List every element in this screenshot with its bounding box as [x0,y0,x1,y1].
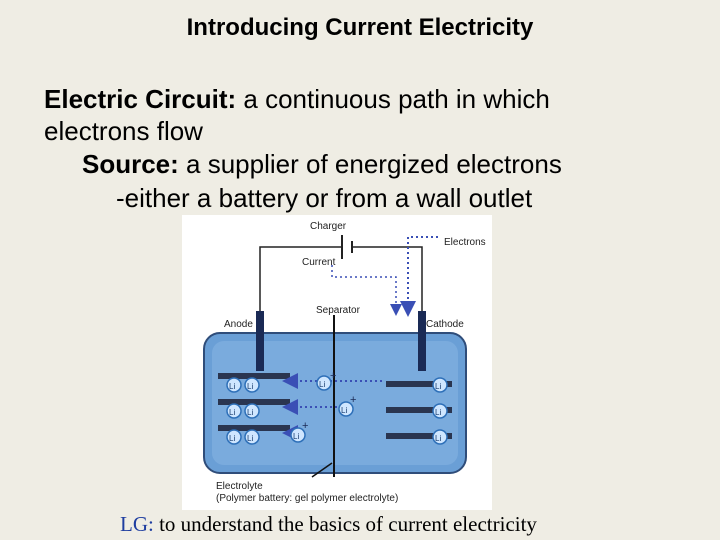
electrons-label: Electrons [444,237,486,248]
svg-text:Li: Li [293,432,299,441]
anode-plates [218,373,290,431]
circuit-definition-line2: electrons flow [44,116,203,146]
electrolyte-note: (Polymer battery: gel polymer electrolyt… [216,493,398,504]
svg-text:+: + [302,420,308,432]
svg-text:Li: Li [247,408,253,417]
cathode-plates [386,381,452,439]
svg-text:Li: Li [435,408,441,417]
lithium-ions: Li Li Li Li Li Li Li Li Li Li Li Li [226,375,448,445]
plus-signs: + + + [302,370,356,432]
cathode-rod [418,311,426,371]
svg-text:+: + [330,370,336,382]
li-ion: Li [226,377,242,393]
li-ion: Li [244,377,260,393]
svg-text:Li: Li [229,408,235,417]
slide-title: Introducing Current Electricity [186,14,534,41]
source-either-line: -either a battery or from a wall outlet [116,183,533,213]
electrolyte-pointer [311,462,333,478]
li-ion: Li [290,427,306,443]
li-ion: Li [432,403,448,419]
li-ion: Li [432,377,448,393]
li-ion: Li [432,429,448,445]
anode-rod [256,311,264,371]
svg-text:Li: Li [247,434,253,443]
anode-wire [259,246,342,315]
separator-label: Separator [316,305,361,316]
svg-text:Li: Li [247,382,253,391]
circuit-definition-text: a continuous path in which [236,84,550,114]
svg-text:Li: Li [435,434,441,443]
battery-diagram: Charger Current Electrons Separator Anod… [182,215,492,510]
anode-label: Anode [224,319,253,330]
li-ion: Li [338,401,354,417]
electron-flow-arrow-outer [400,236,438,317]
charger-label: Charger [310,221,347,232]
li-ion: Li [244,403,260,419]
cathode-wire [352,246,423,315]
circuit-definition-line1: Electric Circuit: a continuous path in w… [44,84,550,114]
electrolyte-label: Electrolyte [216,481,263,492]
source-term: Source: [82,149,179,179]
svg-text:Li: Li [319,380,325,389]
circuit-term: Electric Circuit: [44,84,237,114]
source-definition-text: a supplier of energized electrons [178,149,562,179]
svg-text:+: + [350,394,356,406]
current-label: Current [302,257,336,268]
current-flow-arrow [331,265,402,316]
learning-goal: LG: to understand the basics of current … [120,512,537,537]
svg-text:Li: Li [229,434,235,443]
battery-diagram-svg: Charger Current Electrons Separator Anod… [203,221,486,504]
learning-goal-text: to understand the basics of current elec… [153,512,537,536]
source-definition-line: Source: a supplier of energized electron… [82,149,562,179]
svg-text:Li: Li [229,382,235,391]
li-ion: Li [316,375,332,391]
cathode-label: Cathode [426,319,464,330]
svg-text:Li: Li [341,406,347,415]
svg-text:Li: Li [435,382,441,391]
li-ion: Li [226,429,242,445]
li-ion: Li [244,429,260,445]
li-ion: Li [226,403,242,419]
learning-goal-label: LG: [120,512,154,536]
